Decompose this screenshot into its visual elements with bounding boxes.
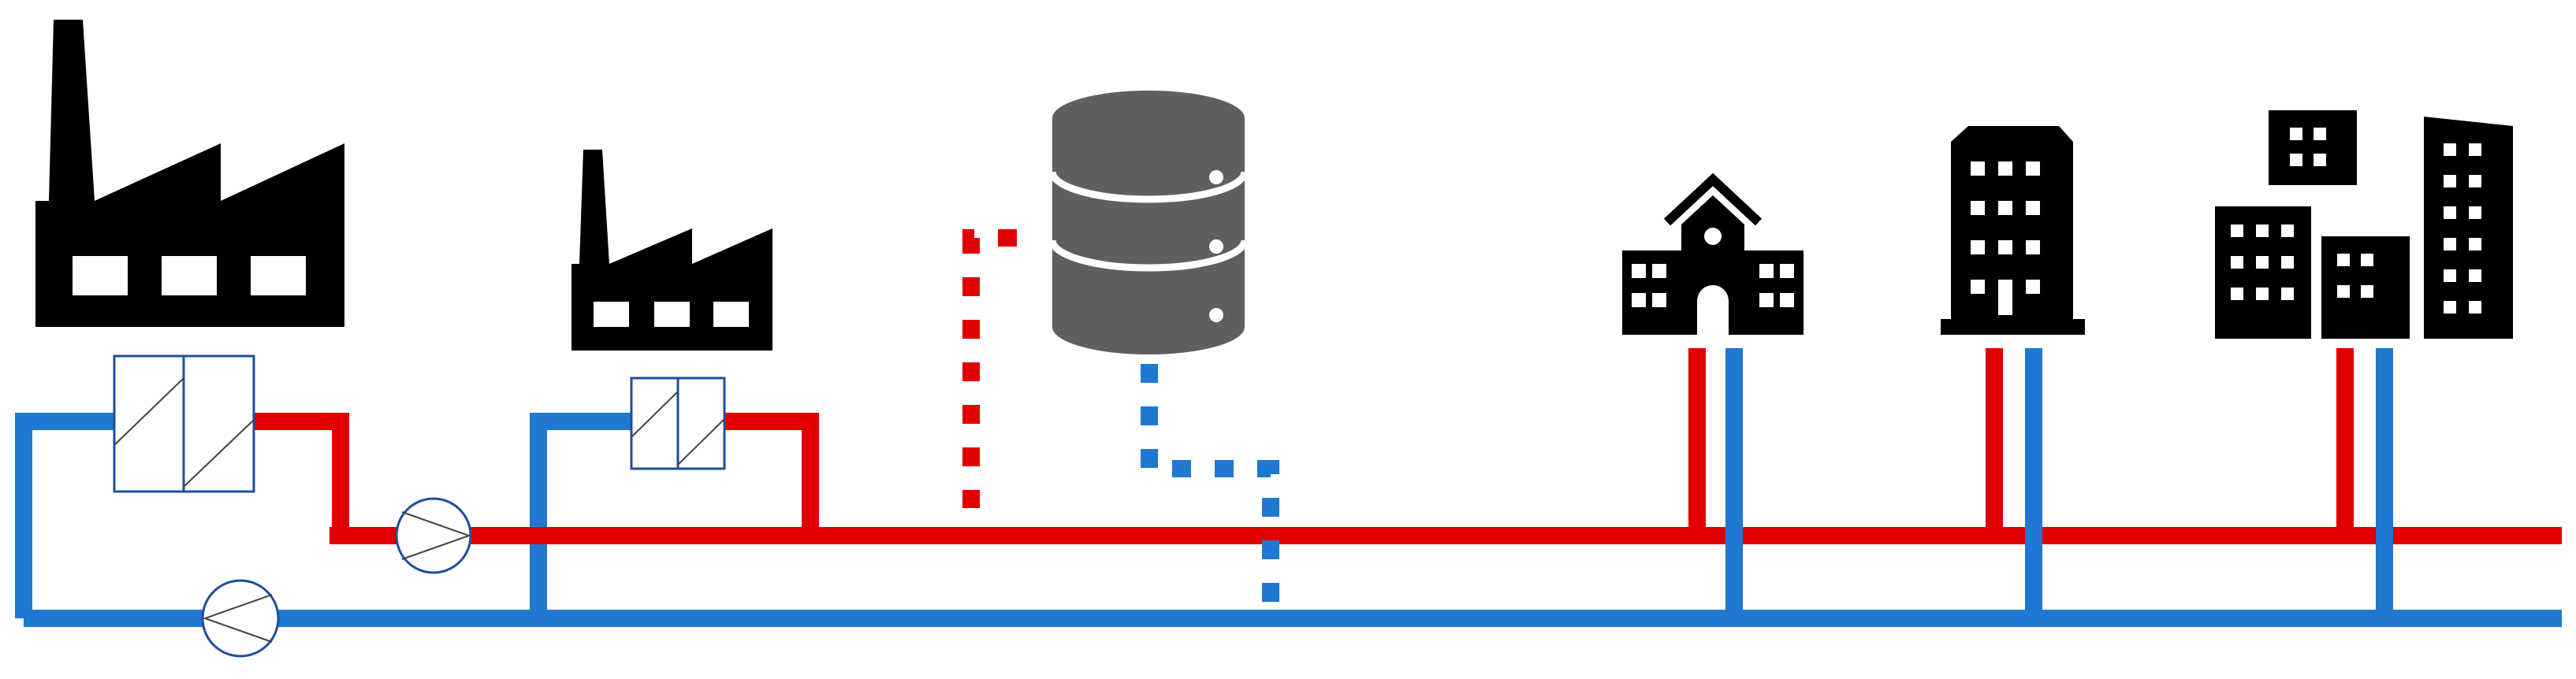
large-factory-icon [35, 20, 344, 327]
storage-return-dotted-link [1141, 364, 1279, 610]
storage-database-icon [1048, 91, 1249, 354]
storage-supply-dotted-link [962, 229, 1017, 508]
school-icon [1622, 173, 1804, 335]
heat-exchanger-large-plant [113, 354, 255, 493]
pipe-network [15, 229, 2562, 627]
return-pipe-loop-large-plant [15, 413, 117, 618]
city-buildings-icon [2215, 110, 2513, 339]
supply-pipe-loop-small-plant [724, 413, 819, 536]
pump-return [201, 579, 280, 658]
return-pipe-loop-small-plant [530, 413, 635, 618]
pump-supply [395, 497, 472, 574]
office-building-icon [1941, 126, 2085, 335]
supply-pipe-loop-large-plant [252, 413, 398, 544]
small-factory-icon [571, 150, 772, 351]
heat-exchanger-small-plant [630, 377, 726, 470]
